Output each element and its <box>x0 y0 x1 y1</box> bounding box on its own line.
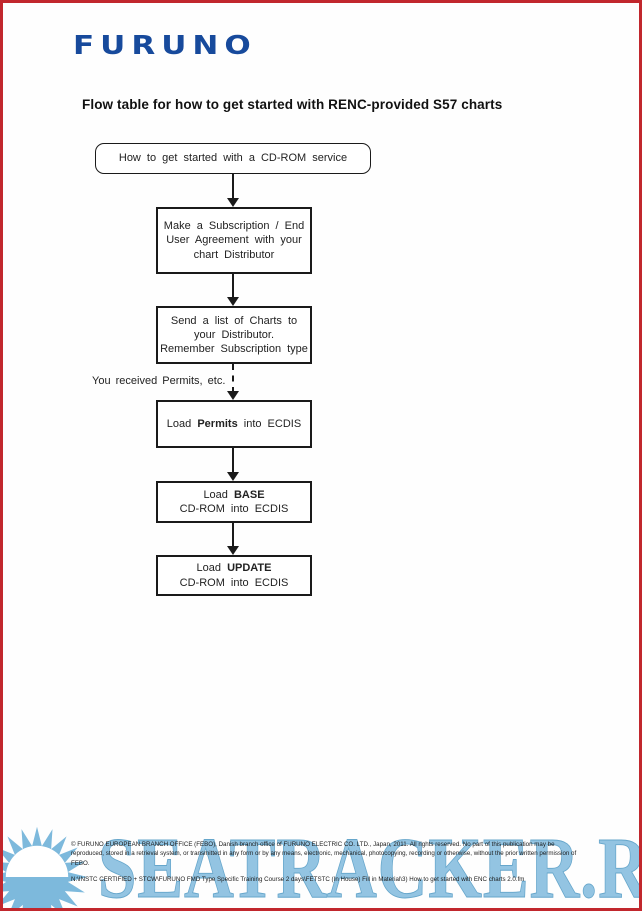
flow-connector <box>232 274 234 299</box>
flow-connector <box>232 174 234 200</box>
flow-box-start: How to get started with a CD-ROM service <box>95 143 371 174</box>
flow-box-line: Load BASE <box>203 488 265 501</box>
flow-box-line: User Agreement with your <box>166 234 302 247</box>
flow-box-line: Send a list of Charts to <box>170 315 298 327</box>
arrow-down-icon <box>227 198 239 207</box>
flow-box-load-update: Load UPDATE CD-ROM into ECDIS <box>156 555 312 596</box>
page-title: Flow table for how to get started with R… <box>82 97 503 112</box>
flow-box-start-label: How to get started with a CD-ROM service <box>118 152 348 165</box>
arrow-down-icon <box>227 546 239 555</box>
flow-connector-dashed <box>232 364 234 393</box>
flow-box-line: your Distributor. <box>193 329 275 341</box>
flow-box-line: CD-ROM into ECDIS <box>179 503 289 515</box>
flow-box-load-permits: Load Permits into ECDIS <box>156 400 312 448</box>
flow-connector <box>232 523 234 548</box>
arrow-down-icon <box>227 472 239 481</box>
flow-box-line: chart Distributor <box>193 248 275 261</box>
watermark-text: SEATRACKER.RU <box>98 819 642 911</box>
permits-received-label: You received Permits, etc. <box>92 375 226 387</box>
copyright-text: © FURUNO EUROPEAN BRANCH OFFICE (FEBO), … <box>71 841 577 867</box>
flow-box-line: Load UPDATE <box>196 562 272 574</box>
arrow-down-icon <box>227 391 239 400</box>
sun-icon <box>3 826 88 908</box>
furuno-logo: FURUNO <box>73 31 257 61</box>
flow-box-line: Remember Subscription type <box>160 343 308 355</box>
flow-box-subscription: Make a Subscription / End User Agreement… <box>156 207 312 274</box>
flow-box-send-list: Send a list of Charts to your Distributo… <box>156 306 312 364</box>
flow-box-line: CD-ROM into ECDIS <box>179 576 289 589</box>
flow-box-line: Make a Subscription / End <box>163 219 305 232</box>
flow-connector <box>232 448 234 474</box>
flow-box-line: Load Permits into ECDIS <box>166 417 302 430</box>
flow-box-load-base: Load BASE CD-ROM into ECDIS <box>156 481 312 523</box>
arrow-down-icon <box>227 297 239 306</box>
file-path-text: N:\INSTC CERTIFIED + STCW\FURUNO FMD Typ… <box>71 876 525 883</box>
